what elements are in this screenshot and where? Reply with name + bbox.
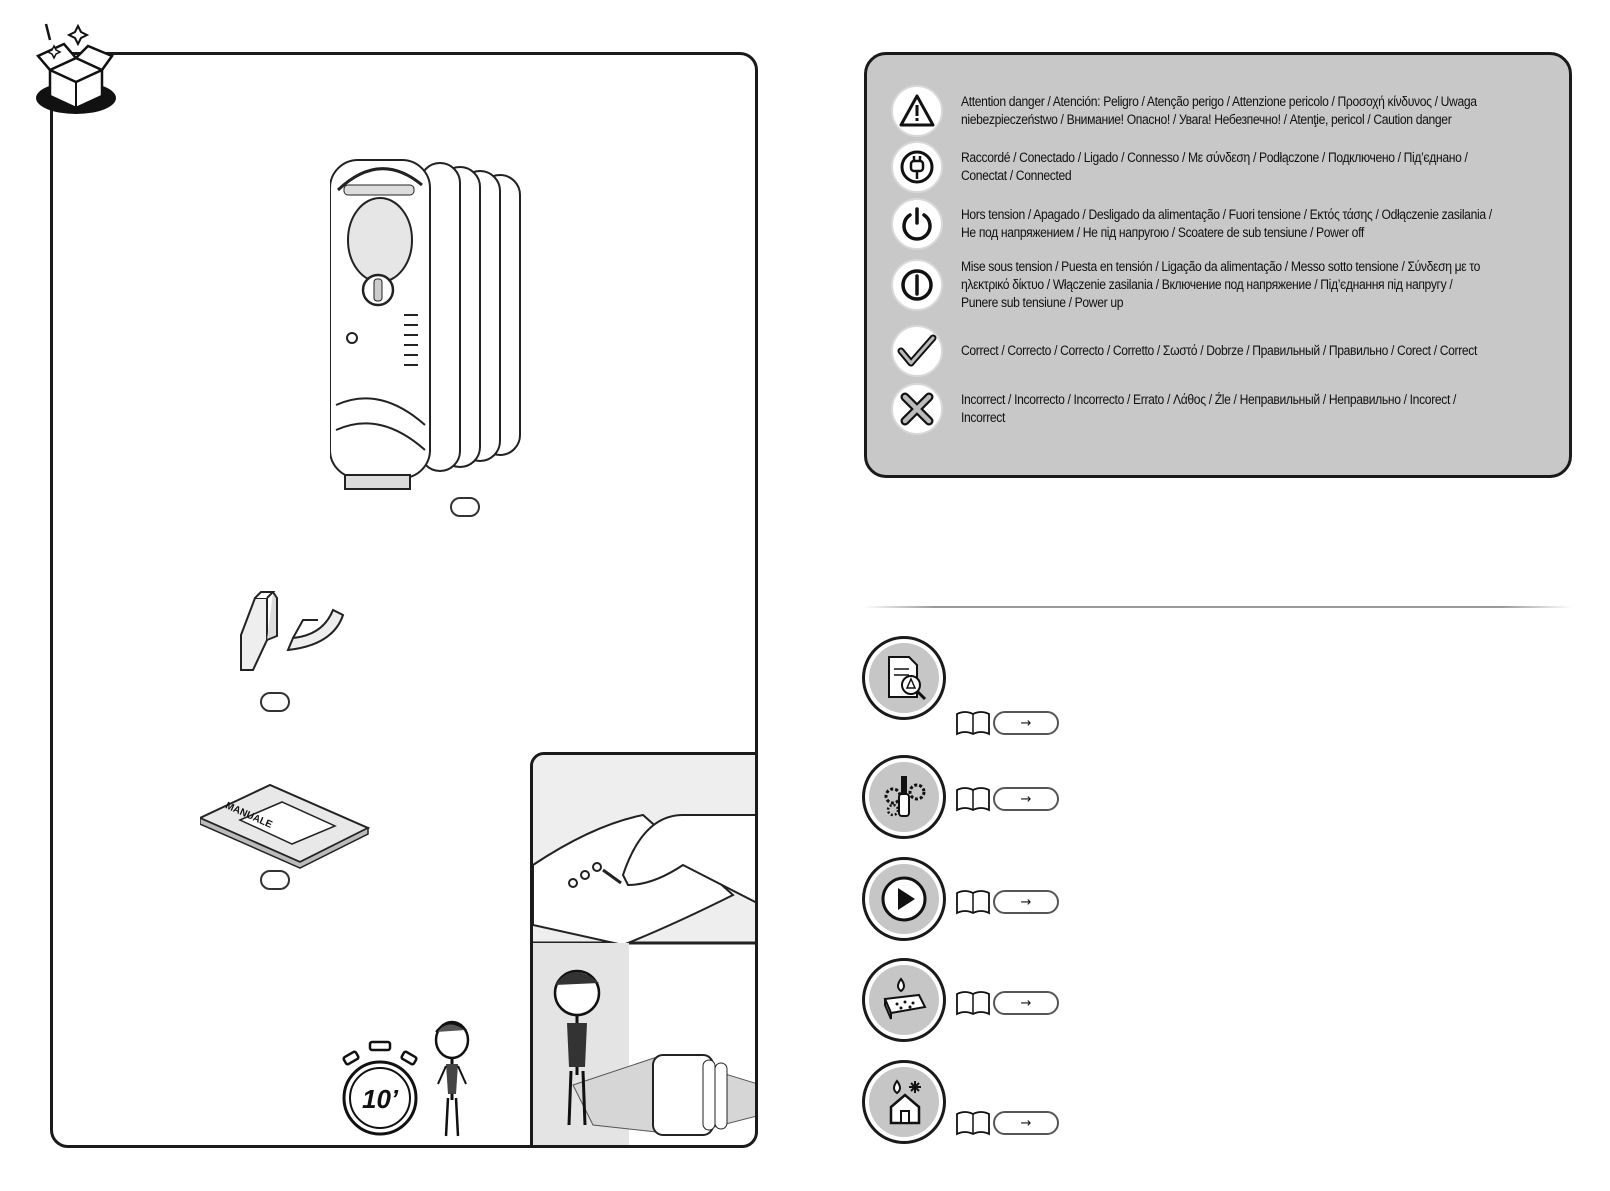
book-icon [956,711,990,736]
page-arrow: → [993,787,1059,811]
page-arrow: → [993,711,1059,735]
cleaning-sponge-icon [862,958,946,1042]
unboxing-icon [35,23,116,114]
power-on-icon [891,259,943,311]
safety-document-icon [862,636,946,720]
cross-icon [891,383,943,435]
legend-row-incorrect: Incorrect / Incorrecto / Incorrecto / Er… [891,383,1551,435]
item-callout [450,497,480,517]
legend-row-correct: Correct / Correcto / Correcto / Corretto… [891,325,1551,377]
plug-connected-icon [891,141,943,193]
page-reference: → [955,889,1059,915]
stopwatch-icon: 10’ [342,1040,418,1136]
page-arrow: → [993,991,1059,1015]
item-callout [260,692,290,712]
book-icon [956,1111,990,1136]
legend-text-power-off: Hors tension / Apagado / Desligado da al… [961,207,1492,240]
legend-text-incorrect: Incorrect / Incorrecto / Incorrecto / Er… [961,392,1457,425]
section-divider [864,606,1572,608]
legend-text-power-up: Mise sous tension / Puesta en tensión / … [961,259,1481,310]
play-icon [862,857,946,941]
legend-text-danger: Attention danger / Atención: Peligro / A… [961,94,1477,127]
page-reference: → [955,1110,1059,1136]
legend-row-connected: Raccordé / Conectado / Ligado / Connesso… [891,141,1551,193]
assembly-inset [530,752,758,1148]
feet-clip-illustration [240,591,345,671]
symbol-legend: Attention danger / Atención: Peligro / A… [864,52,1572,478]
legend-row-danger: Attention danger / Atención: Peligro / A… [891,85,1551,137]
page-reference: → [955,786,1059,812]
legend-row-power-off: Hors tension / Apagado / Desligado da al… [891,198,1551,250]
assembly-tools-icon [862,755,946,839]
manual-illustration: MANUALE [200,783,370,869]
book-icon [956,787,990,812]
page-arrow: → [993,890,1059,914]
legend-text-correct: Correct / Correcto / Correcto / Corretto… [961,343,1478,358]
radiator-illustration [330,159,521,490]
legend-text-connected: Raccordé / Conectado / Ligado / Connesso… [961,150,1468,183]
character-illustration [434,1020,470,1137]
storage-house-icon [862,1060,946,1144]
page-reference: → [955,710,1059,736]
warning-triangle-icon [891,85,943,137]
book-icon [956,991,990,1016]
book-icon [956,890,990,915]
page-arrow: → [993,1111,1059,1135]
timer-text: 10’ [362,1084,399,1114]
legend-row-power-up: Mise sous tension / Puesta en tensión / … [891,258,1551,312]
page-reference: → [955,990,1059,1016]
power-off-icon [891,198,943,250]
checkmark-icon [891,325,943,377]
item-callout [260,870,290,890]
